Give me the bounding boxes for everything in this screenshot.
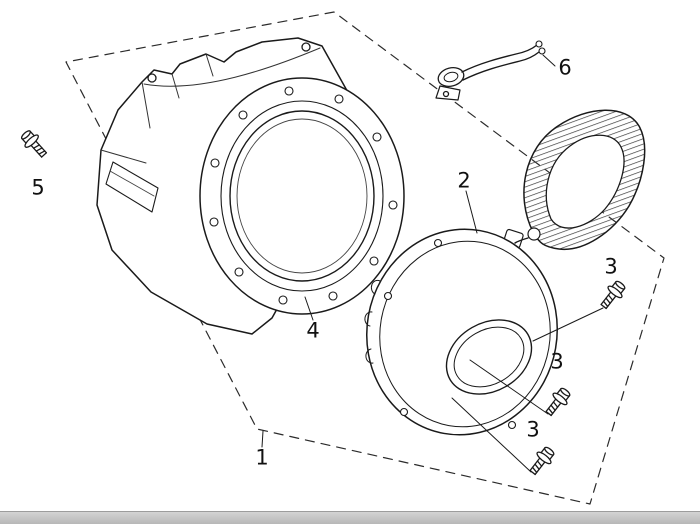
- bolt-3b-drawing: [541, 384, 574, 420]
- rope-end-cap: [527, 227, 541, 241]
- leader-2: [465, 190, 478, 234]
- starter-handle-drawing: [514, 109, 646, 250]
- callout-part-3c[interactable]: 3: [526, 417, 540, 442]
- leader-lines: [261, 54, 604, 473]
- callout-part-6[interactable]: 6: [558, 55, 572, 80]
- leader-6: [542, 54, 556, 67]
- leader-3b: [469, 359, 549, 415]
- leader-1: [261, 430, 264, 448]
- leader-3c: [451, 397, 532, 473]
- starter-mount-lugs: [383, 238, 517, 430]
- callout-part-4[interactable]: 4: [306, 318, 320, 343]
- leader-4: [304, 296, 314, 321]
- fan-cover-drawing: [96, 37, 405, 335]
- leader-3a: [532, 307, 604, 342]
- switch-wires: [461, 44, 540, 81]
- bolt-3c-drawing: [525, 443, 558, 479]
- fan-cover-ring: [199, 77, 405, 315]
- callout-part-5[interactable]: 5: [31, 175, 45, 200]
- starter-hub: [445, 319, 533, 395]
- fan-cover-tab-hole: [147, 73, 157, 83]
- callout-part-2[interactable]: 2: [457, 168, 471, 193]
- fan-cover-tab-hole: [301, 42, 311, 52]
- bolt-5-drawing: [17, 126, 51, 162]
- fan-cover-vent: [105, 161, 159, 213]
- starter-rope: [514, 237, 529, 244]
- callout-part-1[interactable]: 1: [255, 445, 269, 470]
- callout-part-3b[interactable]: 3: [550, 349, 564, 374]
- ring-bolt-holes: [209, 86, 398, 305]
- callout-part-3a[interactable]: 3: [604, 254, 618, 279]
- recoil-starter-drawing: [364, 228, 559, 436]
- stop-switch-drawing: [435, 40, 546, 101]
- horizontal-scrollbar[interactable]: [0, 511, 700, 524]
- bolt-3a-drawing: [596, 277, 629, 313]
